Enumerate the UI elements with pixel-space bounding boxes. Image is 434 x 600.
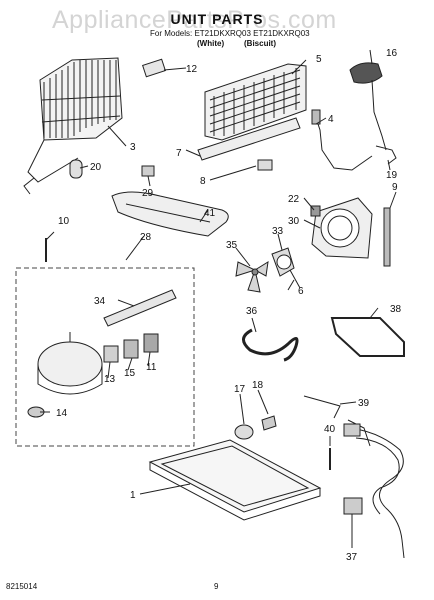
doc-number: 8215014 xyxy=(6,582,38,591)
callout-16: 16 xyxy=(386,48,398,59)
part-13 xyxy=(103,345,119,363)
gasket-strip xyxy=(383,207,391,267)
drain-pan xyxy=(111,191,229,237)
callout-29: 34 xyxy=(94,296,106,307)
base-pan xyxy=(148,439,322,521)
connector-30 xyxy=(141,165,155,177)
page-title: UNIT PARTS xyxy=(170,11,264,27)
evaporator-coil xyxy=(204,63,307,141)
drain-trough xyxy=(197,117,301,161)
callout-4: 4 xyxy=(328,114,334,125)
callout-22: 22 xyxy=(288,194,300,205)
callout-3: 3 xyxy=(130,142,136,153)
compressor-group-box xyxy=(15,267,195,447)
callout-10: 9 xyxy=(392,182,398,193)
callout-36: 35 xyxy=(226,240,238,251)
callout-5: 5 xyxy=(316,54,322,65)
callout-35: 37 xyxy=(346,552,358,563)
compressor xyxy=(37,332,103,395)
watermark-text: AppliancePartsPros.com xyxy=(52,6,337,34)
part-15 xyxy=(123,339,139,359)
callout-34: 33 xyxy=(272,226,284,237)
part-12 xyxy=(143,333,159,353)
callout-18: 18 xyxy=(252,380,264,391)
bracket-39 xyxy=(303,395,341,419)
variant-biscuit: (Biscuit) xyxy=(244,39,276,48)
thermostat xyxy=(349,62,383,84)
callout-7: 7 xyxy=(176,148,182,159)
callout-20: 20 xyxy=(90,162,102,173)
roller xyxy=(234,415,277,440)
fan-blade xyxy=(235,261,269,293)
callout-9: 8 xyxy=(200,176,206,187)
clip-9 xyxy=(257,159,273,171)
callout-1: 1 xyxy=(130,490,136,501)
callout-14: 14 xyxy=(56,408,68,419)
variant-white: (White) xyxy=(197,39,225,48)
models-line: For Models: ET21DKXRQ03 ET21DKXRQ03 xyxy=(150,29,310,38)
callout-40: 40 xyxy=(324,424,336,435)
fan-motor xyxy=(271,247,301,289)
callout-30: 29 xyxy=(142,188,154,199)
drain-tube xyxy=(242,328,299,362)
callout-8: 12 xyxy=(186,64,198,75)
page-number: 9 xyxy=(214,582,219,591)
pad-8 xyxy=(142,58,166,78)
callout-28: 28 xyxy=(140,232,152,243)
callout-33: 30 xyxy=(288,216,300,227)
callout-19: 19 xyxy=(386,170,398,181)
callout-38: 38 xyxy=(390,304,402,315)
callout-12: 11 xyxy=(146,362,157,373)
fan-shroud xyxy=(310,197,373,259)
condenser-coil xyxy=(23,57,123,195)
heater-wire xyxy=(315,111,373,171)
callout-17: 17 xyxy=(234,384,246,395)
drier xyxy=(69,159,83,179)
callout-41: 41 xyxy=(204,208,216,219)
callout-15: 15 xyxy=(124,368,136,379)
start-relay xyxy=(103,289,177,327)
sensor-19 xyxy=(375,145,397,165)
callout-39: 39 xyxy=(358,398,370,409)
wire-harness xyxy=(343,419,405,559)
wire-frame xyxy=(330,317,405,357)
callout-37: 36 xyxy=(246,306,258,317)
callout-13: 13 xyxy=(104,374,116,385)
callout-11: 10 xyxy=(58,216,70,227)
callout-6: 6 xyxy=(298,286,304,297)
